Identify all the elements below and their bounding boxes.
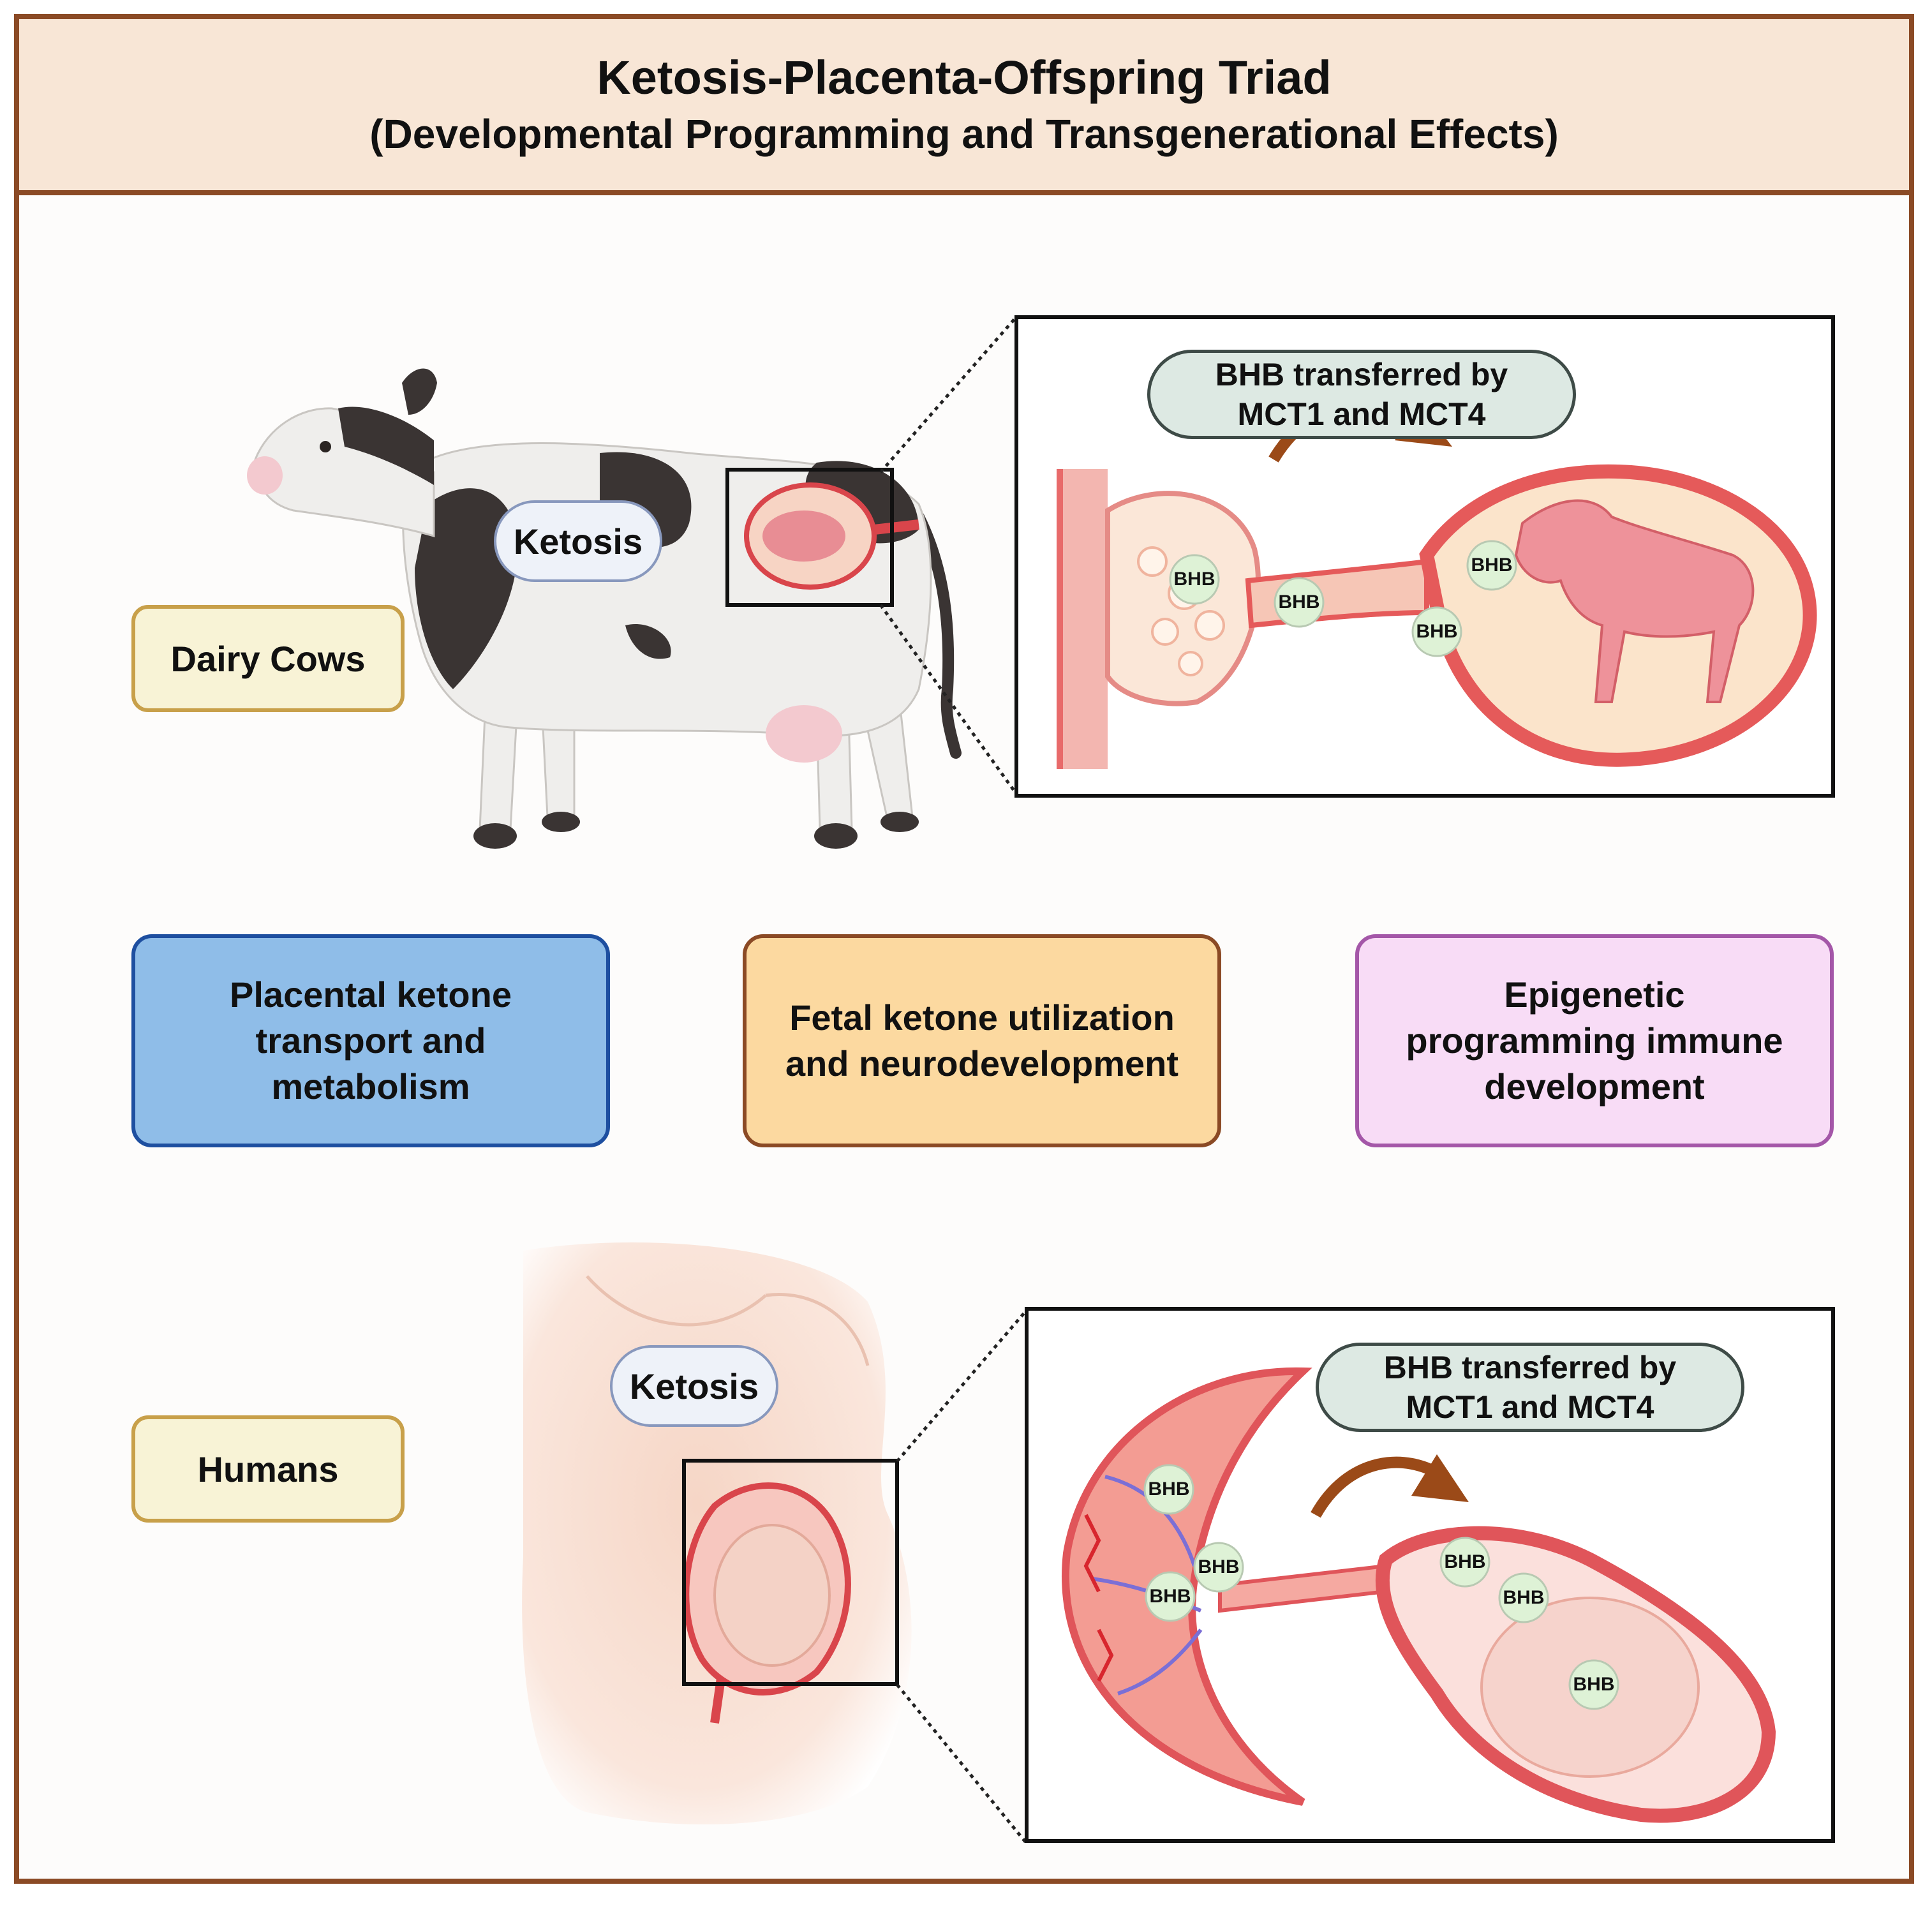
human-zoom-connectors xyxy=(896,1308,1029,1845)
human-umbilical-cord xyxy=(1218,1563,1388,1613)
bhb-marker xyxy=(1193,1542,1244,1593)
cow-transfer-bubble: BHB transferred by MCT1 and MCT4 xyxy=(1147,350,1576,439)
bhb-label: BHB xyxy=(1471,555,1513,576)
cow-zoom-box xyxy=(725,468,894,607)
bhb-marker xyxy=(1143,1464,1194,1515)
placental-ketone-box: Placental ketone transport and metabolis… xyxy=(131,934,610,1147)
human-fetus xyxy=(713,1524,831,1667)
cow-zoom-connectors xyxy=(881,318,1016,793)
bhb-label: BHB xyxy=(1149,1586,1191,1607)
bhb-label: BHB xyxy=(1573,1674,1615,1695)
bhb-marker xyxy=(1498,1572,1549,1623)
dairy-cows-label: Dairy Cows xyxy=(131,605,405,712)
bhb-marker xyxy=(1568,1659,1619,1710)
breast-outline xyxy=(586,1275,767,1327)
humans-label: Humans xyxy=(131,1415,405,1523)
bhb-marker xyxy=(1145,1571,1196,1622)
human-zoom-box xyxy=(682,1459,899,1686)
transfer-line-2: MCT1 and MCT4 xyxy=(1237,396,1486,432)
human-transfer-arrow xyxy=(1311,1456,1446,1518)
epigenetic-programming-box: Epigenetic programming immune developmen… xyxy=(1355,934,1834,1147)
uterine-wall xyxy=(1057,469,1108,769)
bhb-label: BHB xyxy=(1444,1551,1486,1572)
bhb-marker xyxy=(1439,1537,1490,1588)
figure-title: Ketosis-Placenta-Offspring Triad xyxy=(597,51,1332,104)
header-banner: Ketosis-Placenta-Offspring Triad (Develo… xyxy=(14,14,1914,195)
fetal-ketone-box: Fetal ketone utilization and neurodevelo… xyxy=(743,934,1221,1147)
cow-tail xyxy=(913,511,962,759)
transfer-line-1: BHB transferred by xyxy=(1215,357,1508,392)
bhb-label: BHB xyxy=(1416,621,1458,642)
bhb-label: BHB xyxy=(1148,1479,1190,1500)
cow-udder xyxy=(766,705,842,763)
transfer-line-2: MCT1 and MCT4 xyxy=(1406,1389,1654,1425)
bhb-label: BHB xyxy=(1503,1587,1545,1608)
cow-ketosis-pill: Ketosis xyxy=(494,500,662,582)
bhb-label: BHB xyxy=(1173,569,1215,590)
bhb-label: BHB xyxy=(1278,592,1320,613)
bhb-marker xyxy=(1169,554,1220,605)
transfer-line-1: BHB transferred by xyxy=(1383,1350,1677,1385)
cow-bhb-markers xyxy=(1169,540,1517,657)
cow-nose xyxy=(247,456,283,495)
cow-hooves xyxy=(473,812,919,849)
pregnant-human-illustration xyxy=(522,1242,912,1825)
human-ketosis-pill: Ketosis xyxy=(610,1345,778,1427)
human-placenta-diagram xyxy=(1062,1367,1776,1823)
human-transfer-bubble: BHB transferred by MCT1 and MCT4 xyxy=(1316,1343,1744,1432)
bhb-marker xyxy=(1274,577,1325,628)
figure-subtitle: (Developmental Programming and Transgene… xyxy=(369,111,1559,157)
bhb-label: BHB xyxy=(1198,1556,1240,1577)
bhb-marker xyxy=(1466,540,1517,591)
bhb-marker xyxy=(1411,606,1462,657)
calf-fetus xyxy=(1514,499,1755,703)
placenta-arteries xyxy=(1083,1514,1114,1682)
